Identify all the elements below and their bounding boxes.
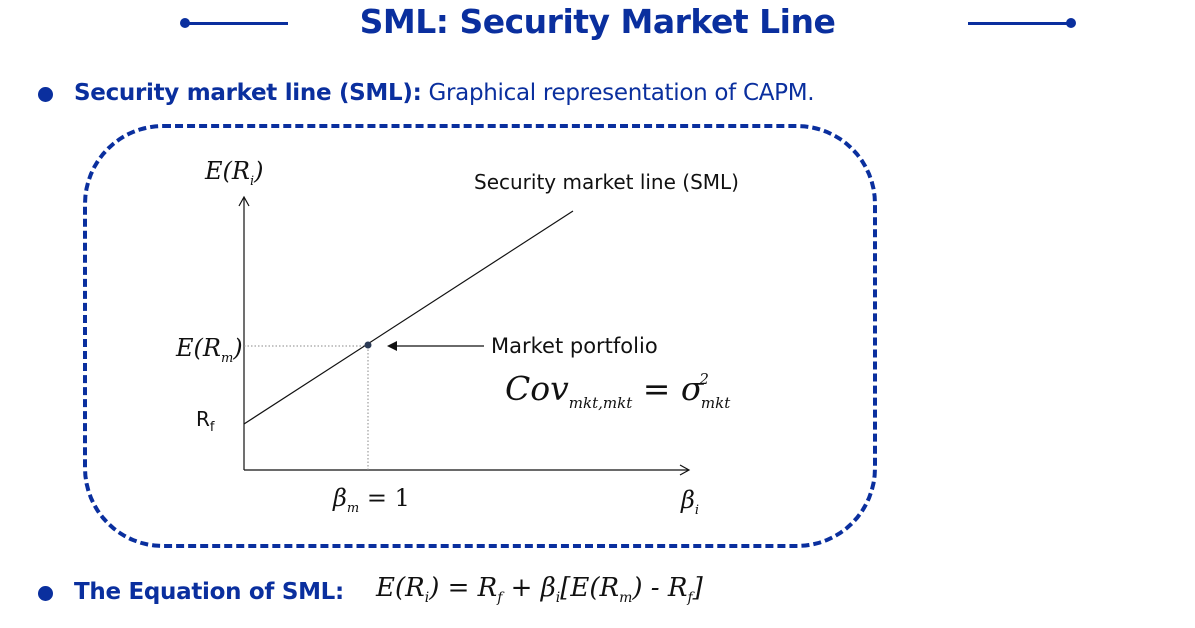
sml-line: [243, 210, 574, 425]
bullet-1-text: Security market line (SML): Graphical re…: [74, 80, 815, 106]
y-axis-label: E(Ri): [204, 157, 264, 189]
sml-label: Security market line (SML): [474, 170, 739, 194]
title-right-line: [968, 22, 1072, 25]
bullet-2-label-text: The Equation of SML:: [74, 579, 344, 605]
market-arrow-head: [387, 341, 397, 351]
bullet-2-dot: [38, 586, 53, 601]
bullet-1-label: Security market line (SML):: [74, 80, 422, 106]
y-axis-arrow: [238, 195, 250, 207]
bullet-1-description: Graphical representation of CAPM.: [428, 80, 815, 106]
svg-text:E(Ri) = Rf + βi[E(Rm) - Rf]: E(Ri) = Rf + βi[E(Rm) - Rf]: [375, 573, 704, 606]
sml-equation-graphic: E(Ri) = Rf + βi[E(Rm) - Rf]: [375, 573, 704, 606]
beta-m-label: βm = 1: [332, 484, 410, 516]
rf-label: Rf: [196, 407, 215, 435]
market-portfolio-point: [364, 341, 372, 349]
x-axis-label: βi: [680, 486, 699, 518]
diagram-frame: [83, 124, 877, 548]
title-left-line: [184, 22, 288, 25]
title-right-dot: [1066, 18, 1076, 28]
bullet-2-label: The Equation of SML:: [74, 579, 344, 605]
page-title: SML: Security Market Line: [359, 2, 836, 41]
x-axis-arrow: [679, 464, 691, 476]
bullet-1-dot: [38, 87, 53, 102]
market-portfolio-label: Market portfolio: [491, 334, 658, 358]
erm-label: E(Rm): [175, 334, 243, 366]
